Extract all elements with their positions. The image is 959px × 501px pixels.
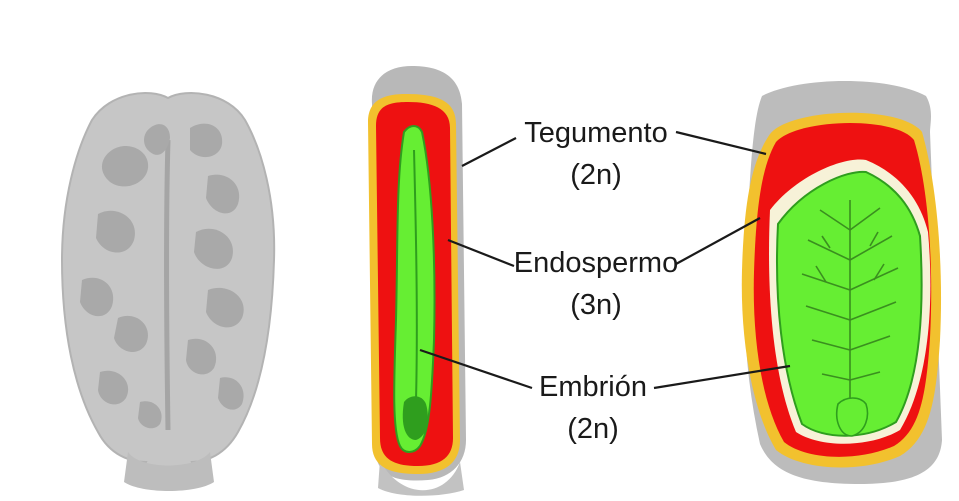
- tegumento-label: Tegumento: [524, 117, 668, 149]
- seed-transverse-section: [742, 81, 942, 484]
- tegumento-leader-right: [676, 132, 766, 154]
- tegumento-leader-left: [462, 138, 516, 166]
- embrion-ploidy: (2n): [567, 413, 619, 445]
- seed-external-view: [62, 93, 274, 491]
- seed-external-ridge: [167, 140, 169, 430]
- seed-longitudinal-section: [368, 66, 466, 496]
- endospermo-label: Endospermo: [514, 247, 678, 279]
- labels: Tegumento (2n) Endospermo (3n) Embrión (…: [514, 117, 678, 445]
- endospermo-ploidy: (3n): [570, 289, 622, 321]
- embrion-label: Embrión: [539, 371, 647, 403]
- tegumento-ploidy: (2n): [570, 159, 622, 191]
